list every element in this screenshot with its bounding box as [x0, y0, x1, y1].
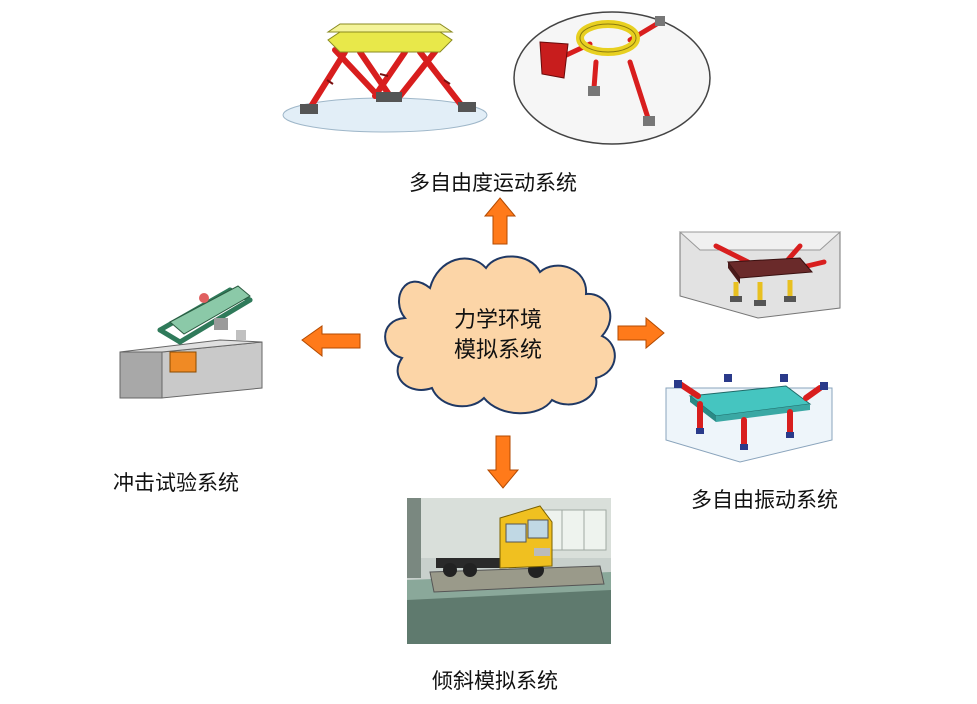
parallel-mechanism-illustration [513, 11, 711, 145]
vibration-table-illustration [665, 374, 833, 463]
label-tilt-simulation: 倾斜模拟系统 [432, 669, 558, 693]
center-line-1: 力学环境 [453, 308, 542, 333]
arrow-down [486, 435, 520, 489]
center-cloud-label: 力学环境 模拟系统 [418, 306, 578, 366]
center-line-2: 模拟系统 [453, 338, 542, 363]
center-cloud [384, 255, 616, 415]
hexapod-platform-illustration [282, 23, 488, 133]
arrow-up [483, 197, 517, 245]
shock-test-machine-illustration [119, 285, 263, 399]
label-multi-dof-vibration: 多自由振动系统 [691, 488, 838, 512]
arrow-left [301, 325, 361, 358]
tilt-simulation-photo [407, 498, 611, 644]
label-multi-dof-motion: 多自由度运动系统 [409, 171, 577, 195]
label-shock-test: 冲击试验系统 [113, 471, 239, 495]
vibration-chamber-illustration [678, 231, 842, 319]
arrow-right [617, 316, 665, 350]
